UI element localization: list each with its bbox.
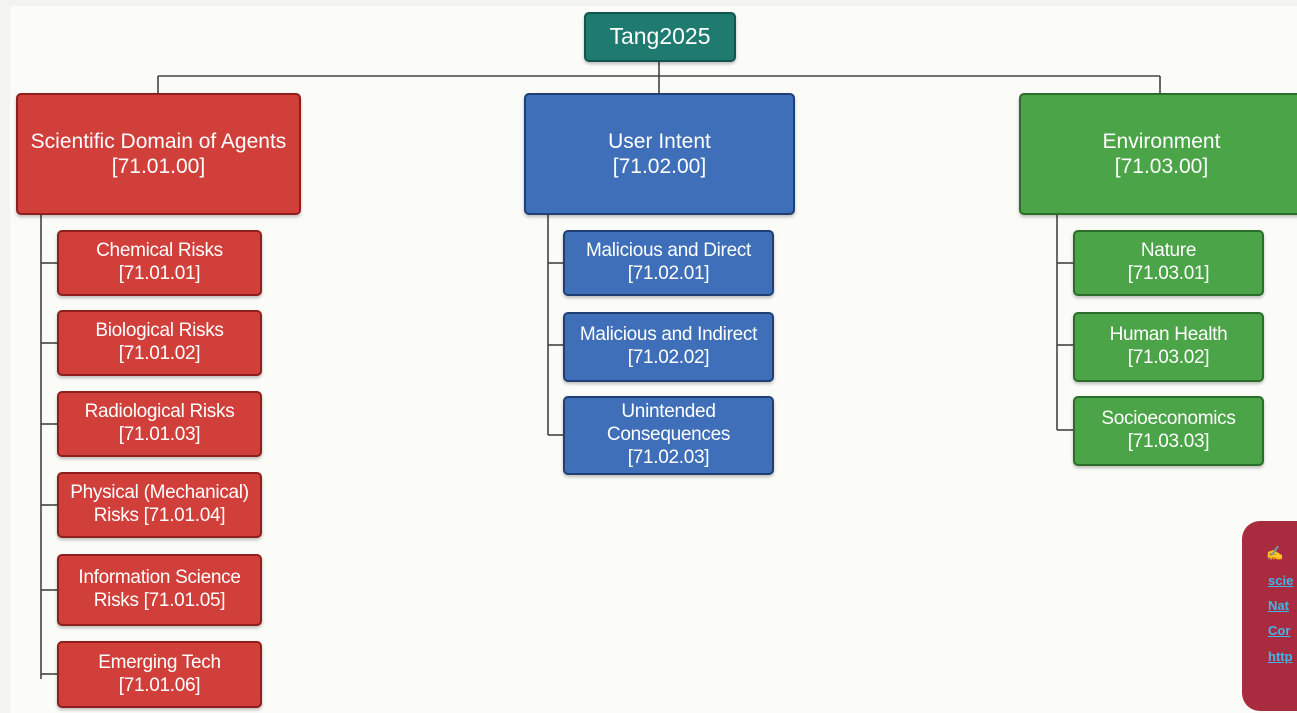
node-code: [71.03.02] (1127, 347, 1210, 368)
node-information-science-risks: Information Science Risks [71.01.05] (57, 554, 262, 626)
node-human-health: Human Health [71.03.02] (1073, 312, 1264, 382)
node-code: [71.01.02] (118, 343, 201, 364)
category-scientific-domain: Scientific Domain of Agents [71.01.00] (16, 93, 301, 215)
node-label: Human Health (1109, 324, 1228, 346)
node-label: Malicious and Indirect (579, 324, 758, 346)
category-title: Scientific Domain of Agents (30, 129, 287, 153)
node-code: [71.03.01] (1127, 263, 1210, 284)
node-unintended-consequences: Unintended Consequences [71.02.03] (563, 396, 774, 475)
node-emerging-tech: Emerging Tech [71.01.06] (57, 641, 262, 708)
node-nature: Nature [71.03.01] (1073, 230, 1264, 296)
category-user-intent: User Intent [71.02.00] (524, 93, 795, 215)
node-socioeconomics: Socioeconomics [71.03.03] (1073, 396, 1264, 466)
category-code: [71.03.00] (1114, 155, 1209, 178)
node-code: Risks [71.01.05] (93, 590, 226, 611)
node-label: Emerging Tech (98, 651, 221, 673)
node-label: Socioeconomics (1101, 408, 1236, 430)
node-label: Unintended (621, 401, 716, 423)
citation-note-panel: ✍ scie Nat Cor http (1242, 521, 1297, 711)
note-link-4[interactable]: http (1268, 649, 1293, 664)
node-malicious-indirect: Malicious and Indirect [71.02.02] (563, 312, 774, 382)
node-radiological-risks: Radiological Risks [71.01.03] (57, 391, 262, 457)
node-malicious-direct: Malicious and Direct [71.02.01] (563, 230, 774, 296)
node-label: Nature (1140, 240, 1197, 262)
node-label: Physical (Mechanical) (70, 482, 249, 504)
note-link-3[interactable]: Cor (1268, 623, 1291, 638)
node-code: Risks [71.01.04] (93, 505, 226, 526)
node-chemical-risks: Chemical Risks [71.01.01] (57, 230, 262, 296)
root-node: Tang2025 (584, 12, 736, 62)
note-link-1[interactable]: scie (1268, 573, 1294, 588)
node-biological-risks: Biological Risks [71.01.02] (57, 310, 262, 376)
node-label: Malicious and Direct (585, 240, 752, 262)
node-physical-risks: Physical (Mechanical) Risks [71.01.04] (57, 472, 262, 538)
node-label: Radiological Risks (84, 401, 235, 423)
writing-hand-icon: ✍ (1266, 545, 1284, 561)
note-link-2[interactable]: Nat (1268, 598, 1289, 613)
node-label: Information Science (78, 567, 241, 589)
root-label: Tang2025 (609, 23, 711, 50)
diagram-canvas: Tang2025 Scientific Domain of Agents [71… (10, 6, 1297, 713)
node-code: [71.02.01] (627, 263, 710, 284)
connector-lines (40, 62, 1161, 679)
node-code: [71.02.02] (627, 347, 710, 368)
category-code: [71.02.00] (612, 155, 707, 178)
node-label: Chemical Risks (96, 240, 223, 262)
node-code: [71.03.03] (1127, 431, 1210, 452)
node-code: [71.02.03] (627, 446, 710, 468)
category-code: [71.01.00] (111, 155, 206, 178)
category-title: User Intent (608, 129, 711, 153)
node-code: [71.01.03] (118, 424, 201, 445)
category-environment: Environment [71.03.00] (1019, 93, 1297, 215)
node-label: Consequences (606, 424, 731, 446)
node-code: [71.01.01] (118, 263, 201, 284)
category-title: Environment (1102, 129, 1221, 153)
node-label: Biological Risks (95, 320, 224, 342)
node-code: [71.01.06] (118, 674, 201, 696)
